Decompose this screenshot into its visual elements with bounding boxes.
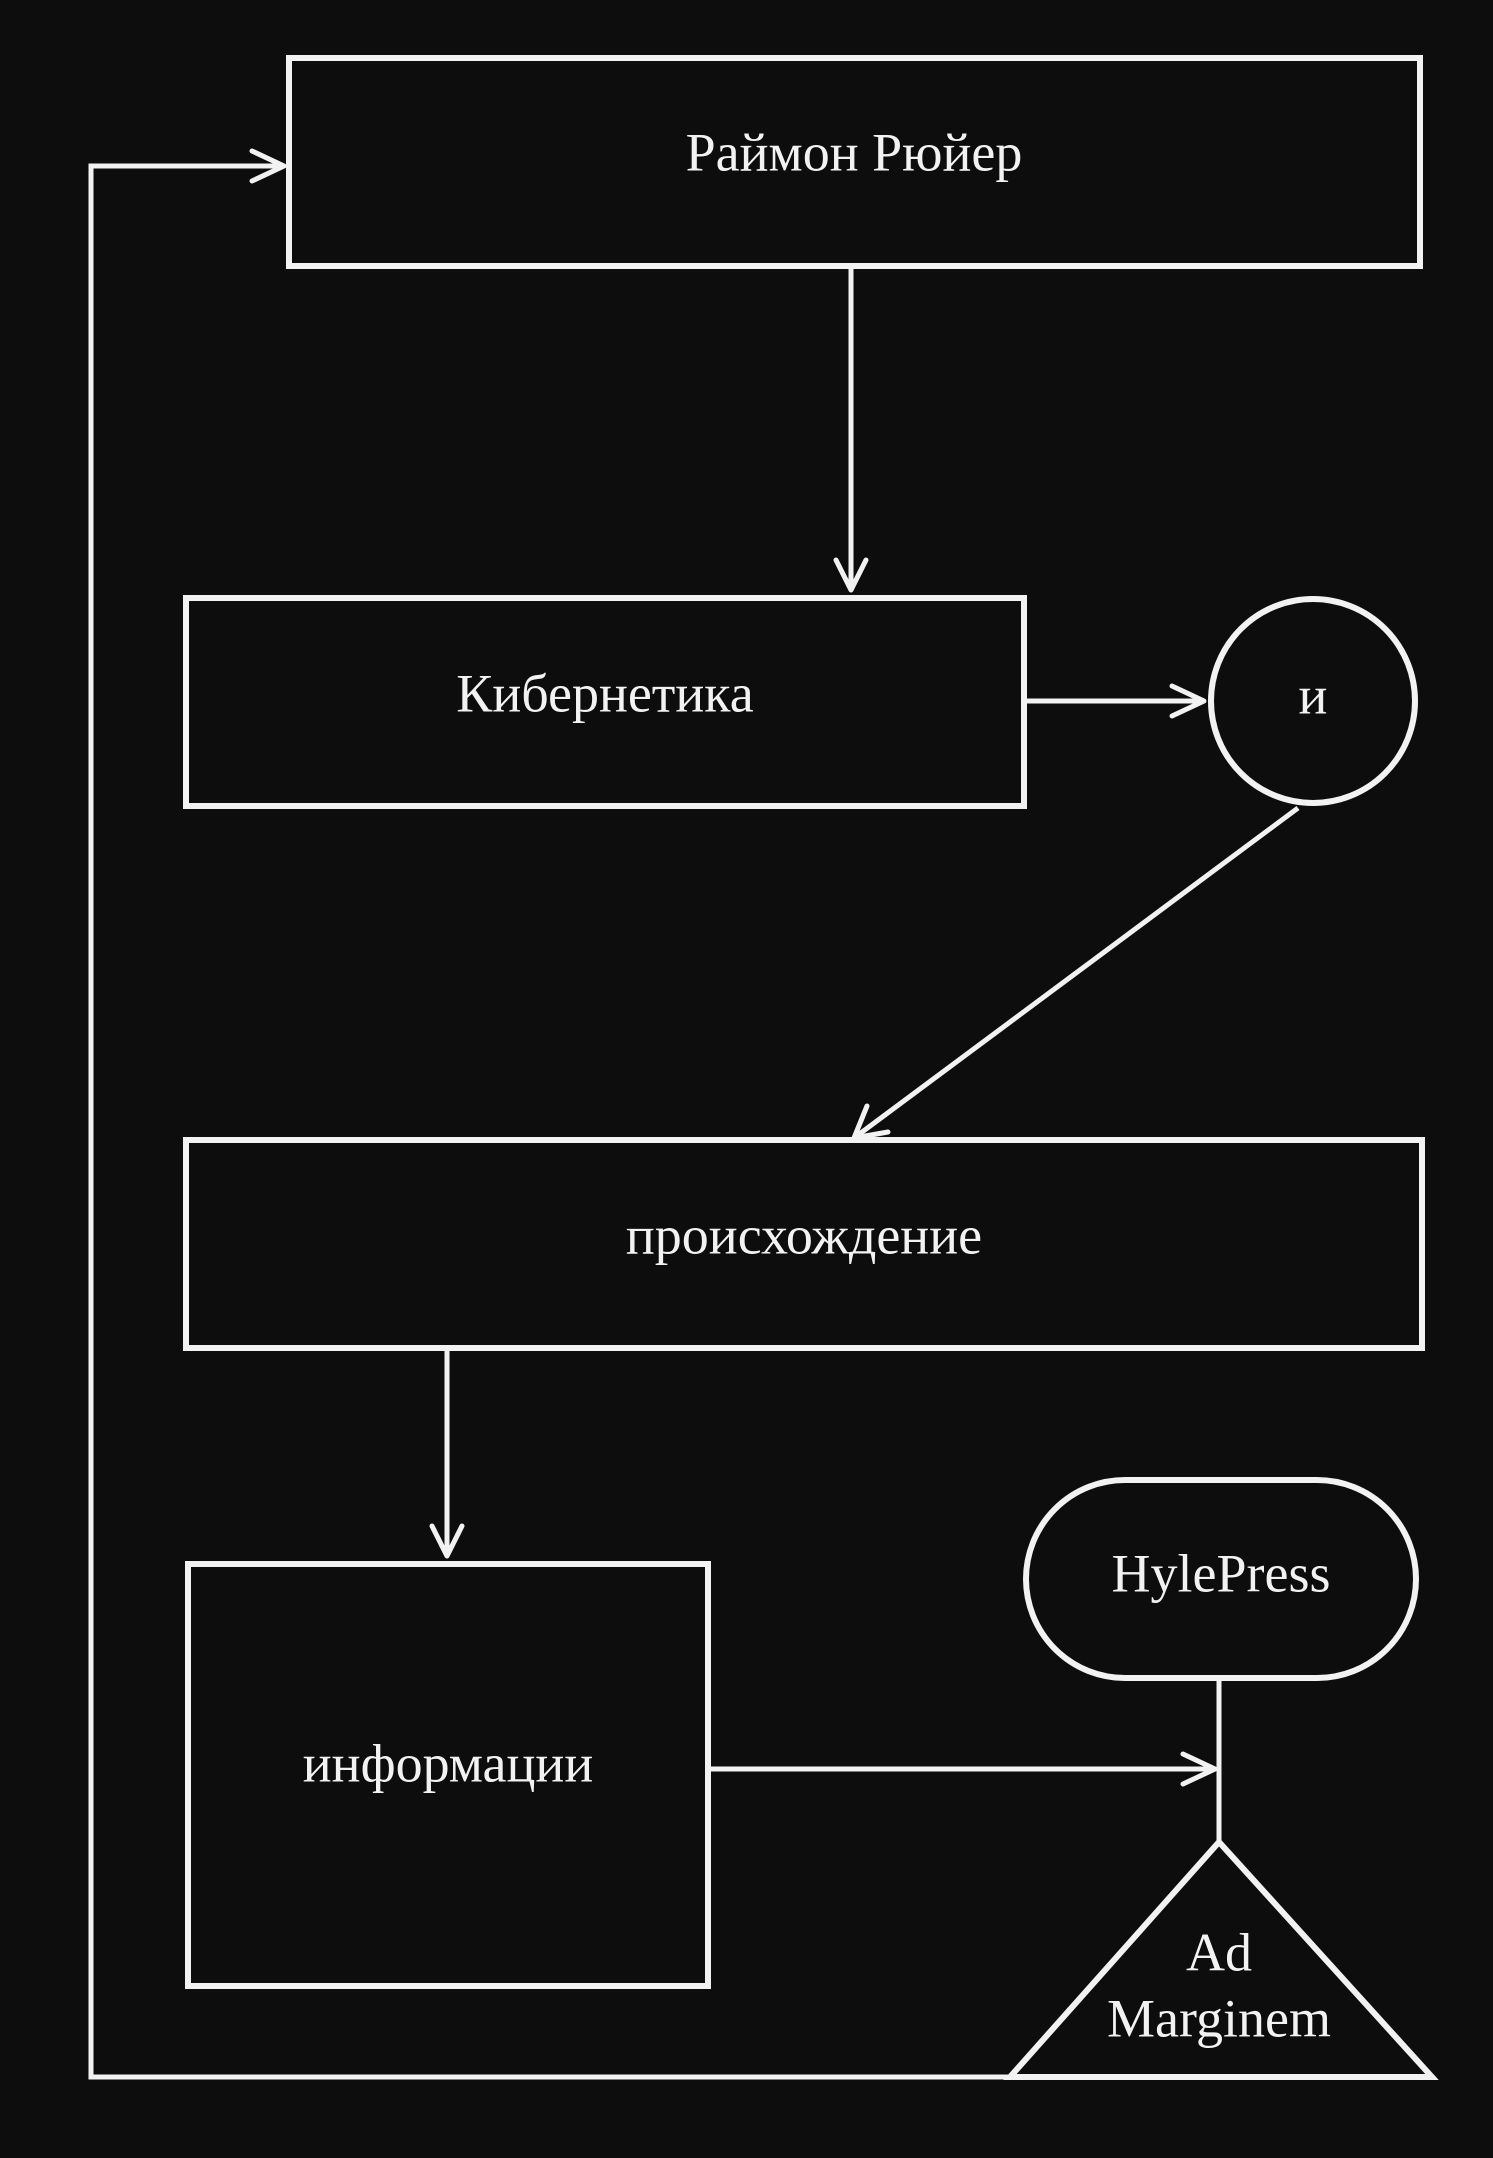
hylepress-label: HylePress [1112,1543,1331,1603]
author-box [286,55,1423,269]
arrowhead-feedback-to-author [249,148,287,184]
ad-marginem-label-line-2: Marginem [1107,1988,1331,2048]
conjunction-label: и [1299,665,1328,725]
arrowhead-cybernetics-to-conjunction [1169,683,1207,719]
ad-marginem-triangle [1003,1837,1439,2080]
hylepress-pill [1023,1477,1419,1681]
conjunction-circle [1208,596,1418,806]
arrowhead-origin-to-information [429,1523,465,1559]
information-label: информации [303,1733,593,1793]
cybernetics-box [183,595,1027,809]
arrow-conjunction-to-origin [852,805,1300,1141]
arrowhead-information-to-publishers [1180,1751,1218,1787]
origin-box [183,1137,1425,1351]
ad-marginem-label-line-1: Ad [1186,1922,1252,1982]
information-box [185,1561,711,1989]
author-name: Раймон Рюйер [686,122,1023,182]
cybernetics-label: Кибернетика [456,663,753,723]
feedback-loop-line [88,163,1010,2080]
origin-label: происхождение [626,1205,982,1265]
arrowhead-author-to-cybernetics [833,557,869,593]
